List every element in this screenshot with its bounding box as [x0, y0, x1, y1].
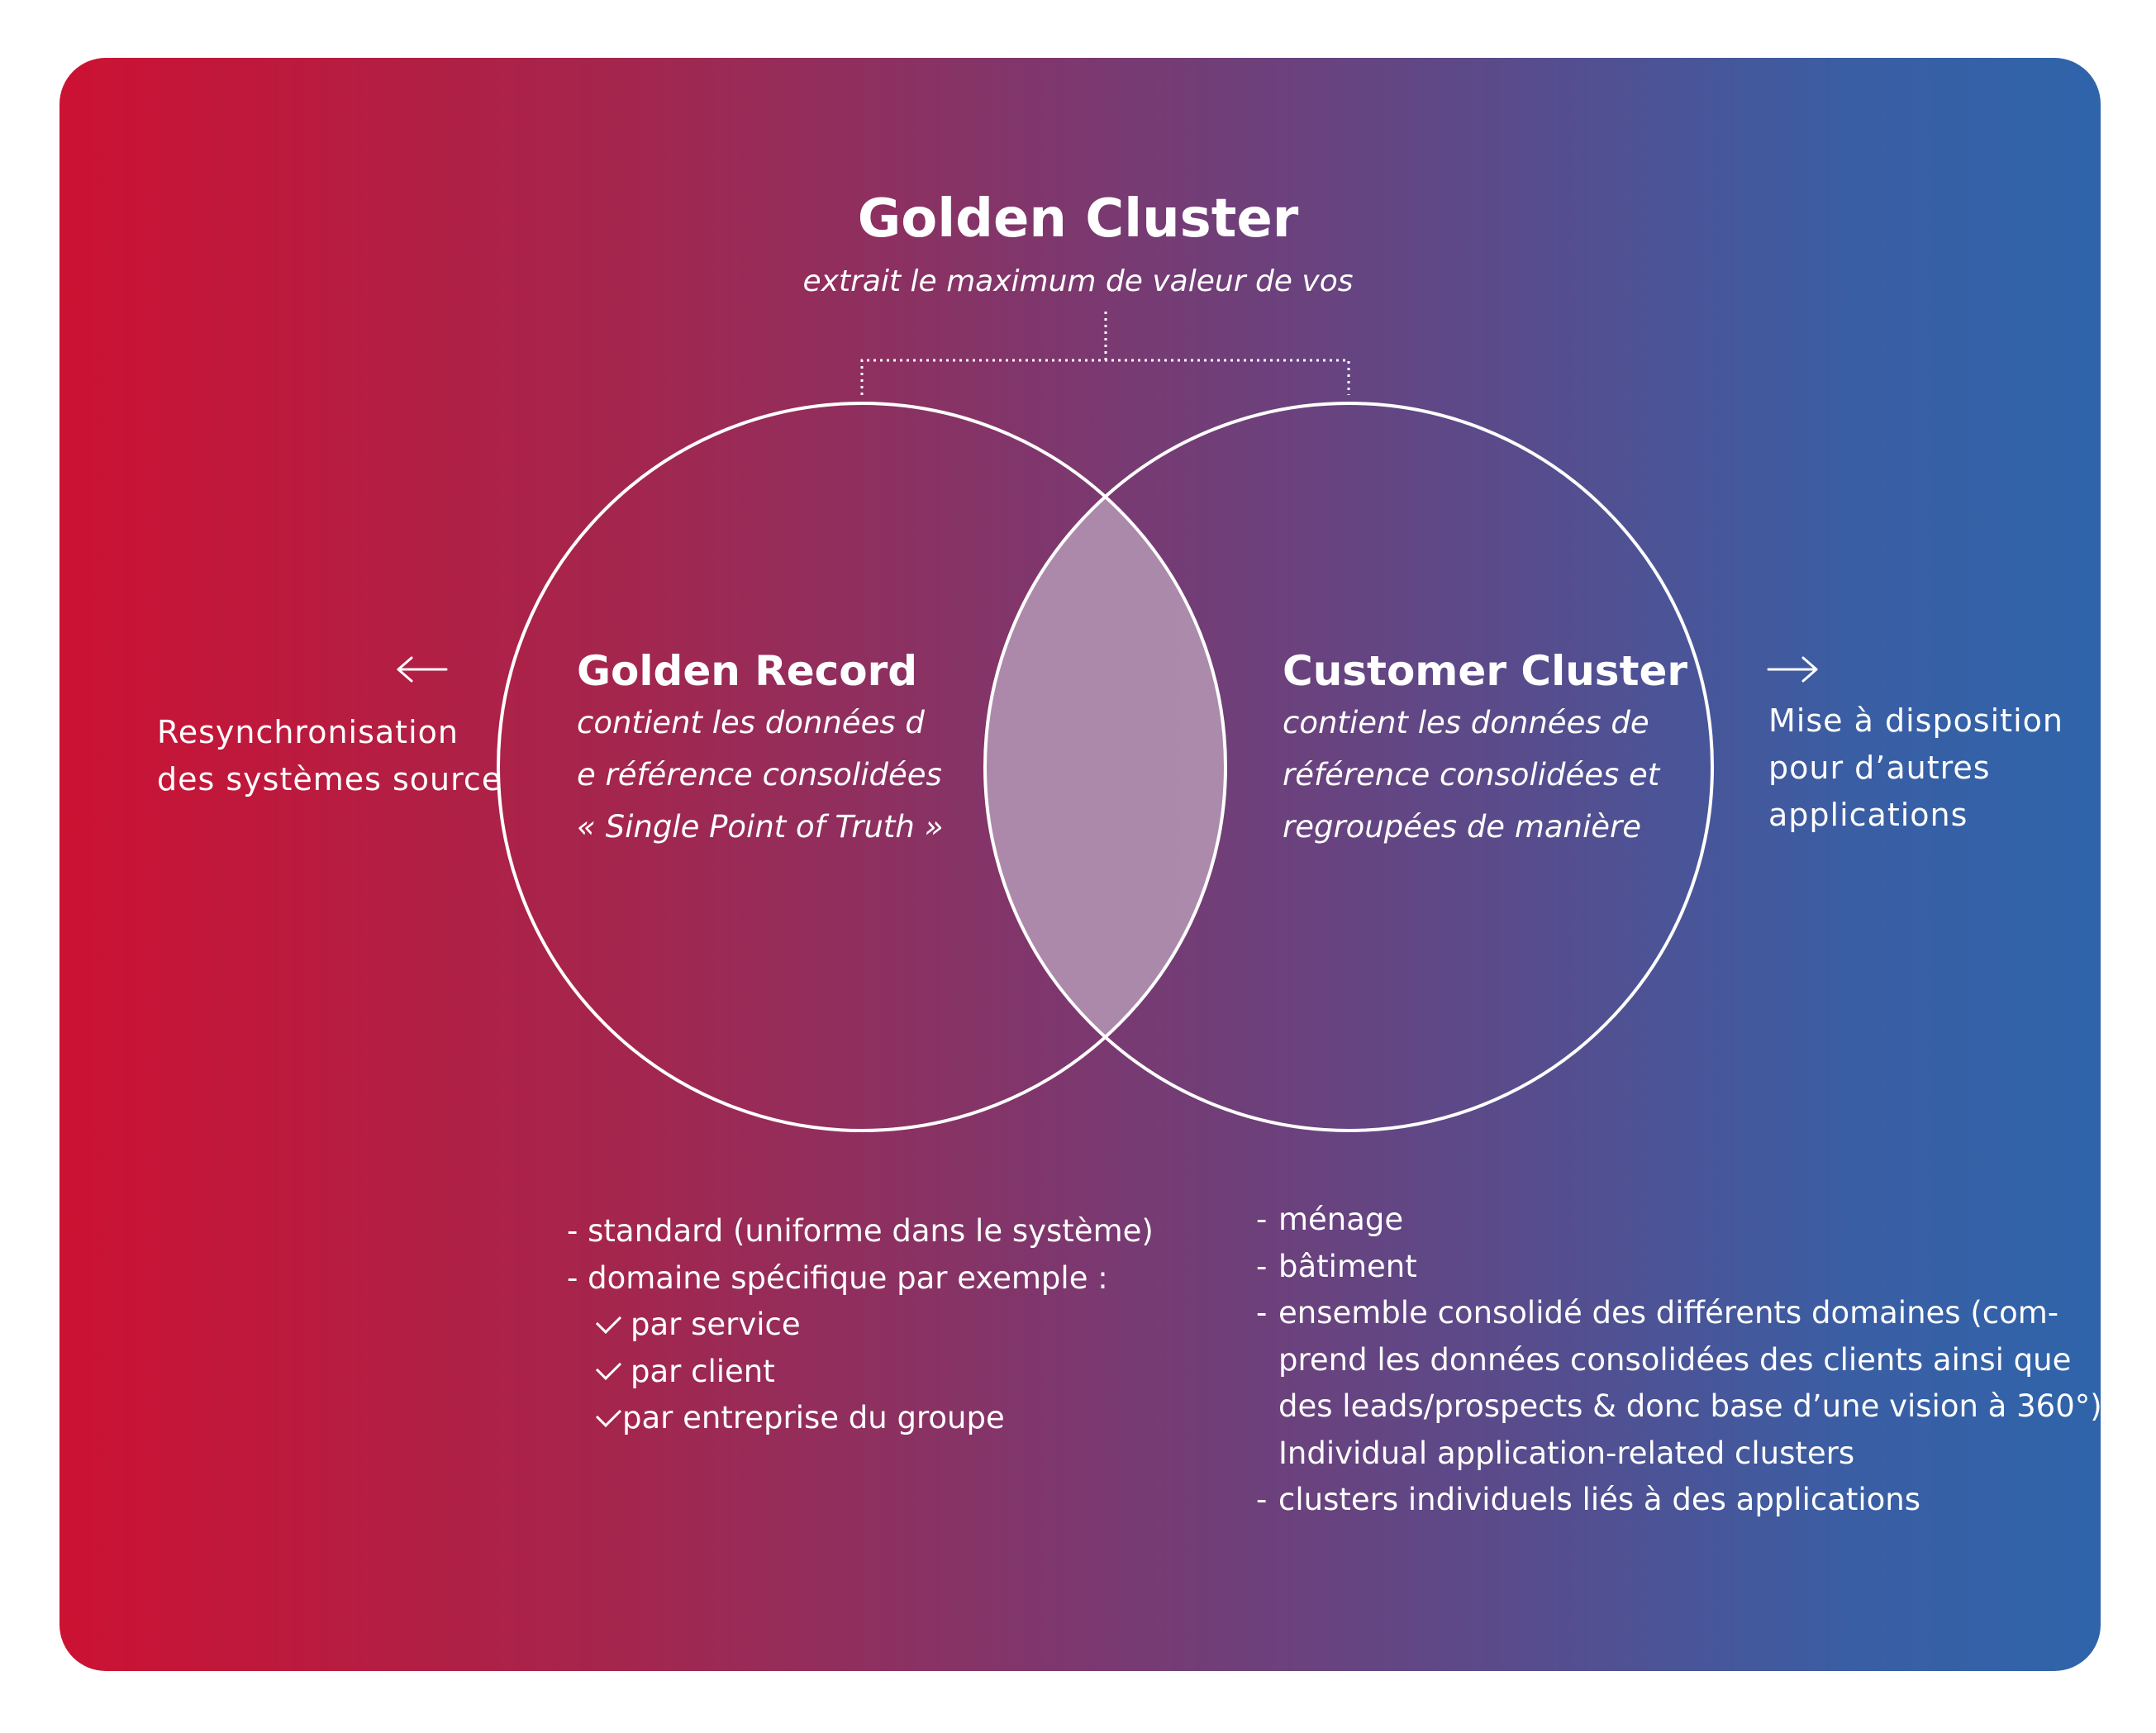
customer-cluster-line: référence consolidées et: [1283, 757, 1660, 793]
golden-record-line: contient les données d: [577, 705, 925, 740]
list-item: - ménage: [1256, 1197, 2102, 1244]
customer-cluster-line: contient les données de: [1283, 705, 1649, 740]
arrow-left-icon: [397, 656, 448, 683]
customer-cluster-list: - ménage - bâtiment - ensemble consolidé…: [1256, 1197, 2102, 1524]
list-item: - bâtiment: [1256, 1244, 2102, 1291]
check-item: par client: [567, 1349, 1154, 1396]
check-item: par service: [567, 1302, 1154, 1349]
checkmark-icon: [595, 1355, 622, 1381]
availability-line: applications: [1768, 797, 1968, 833]
resync-line: Resynchronisation: [157, 714, 459, 750]
dash-marker: -: [1256, 1202, 1268, 1237]
availability-line: pour d’autres: [1768, 750, 1991, 786]
dotted-bracket: [860, 307, 1350, 395]
resync-label: Resynchronisation des systèmes source: [157, 709, 502, 803]
list-item-continuation: Individual application-related clusters: [1278, 1435, 1855, 1471]
resync-line: des systèmes source: [157, 761, 502, 797]
diagram-title: Golden Cluster: [857, 188, 1299, 250]
availability-label: Mise à disposition pour d’autres applica…: [1768, 697, 2063, 839]
customer-cluster-block: Customer Cluster contient les données de…: [1283, 647, 1687, 853]
arrow-right-icon: [1767, 656, 1818, 683]
customer-cluster-heading: Customer Cluster: [1283, 647, 1688, 695]
golden-record-block: Golden Record contient les données d e r…: [577, 647, 943, 853]
golden-record-circle: [497, 402, 1227, 1132]
list-item-continuation: prend les données consolidées des client…: [1278, 1341, 2072, 1378]
checkmark-icon: [595, 1307, 622, 1334]
golden-record-line: e référence consolidées: [577, 757, 942, 793]
customer-cluster-line: regroupées de manière: [1283, 809, 1642, 845]
list-item: - ensemble consolidé des différents doma…: [1256, 1290, 2102, 1337]
diagram-subtitle: extrait le maximum de valeur de vos: [802, 264, 1354, 298]
check-item-label: par entreprise du groupe: [622, 1400, 1005, 1435]
dash-marker: -: [1256, 1295, 1268, 1331]
list-item-continuation: des leads/prospects & donc base d’une vi…: [1278, 1388, 2102, 1424]
check-item-label: par service: [631, 1307, 801, 1342]
customer-cluster-circle: [983, 402, 1714, 1132]
list-item: - standard (uniforme dans le système): [567, 1213, 1154, 1249]
dash-marker: -: [1256, 1248, 1268, 1284]
list-item: - clusters individuels liés à des applic…: [1256, 1477, 2102, 1524]
list-item: - domaine spécifique par exemple :: [567, 1259, 1108, 1296]
check-item: par entreprise du groupe: [567, 1395, 1154, 1442]
overlap-region: [985, 403, 1226, 1131]
dash-marker: -: [1256, 1482, 1268, 1517]
golden-record-line: « Single Point of Truth »: [577, 809, 944, 845]
golden-record-list: - standard (uniforme dans le système) - …: [567, 1208, 1154, 1442]
golden-record-heading: Golden Record: [577, 647, 918, 695]
checkmark-icon: [595, 1401, 622, 1427]
availability-line: Mise à disposition: [1768, 702, 2063, 739]
check-item-label: par client: [631, 1353, 775, 1389]
